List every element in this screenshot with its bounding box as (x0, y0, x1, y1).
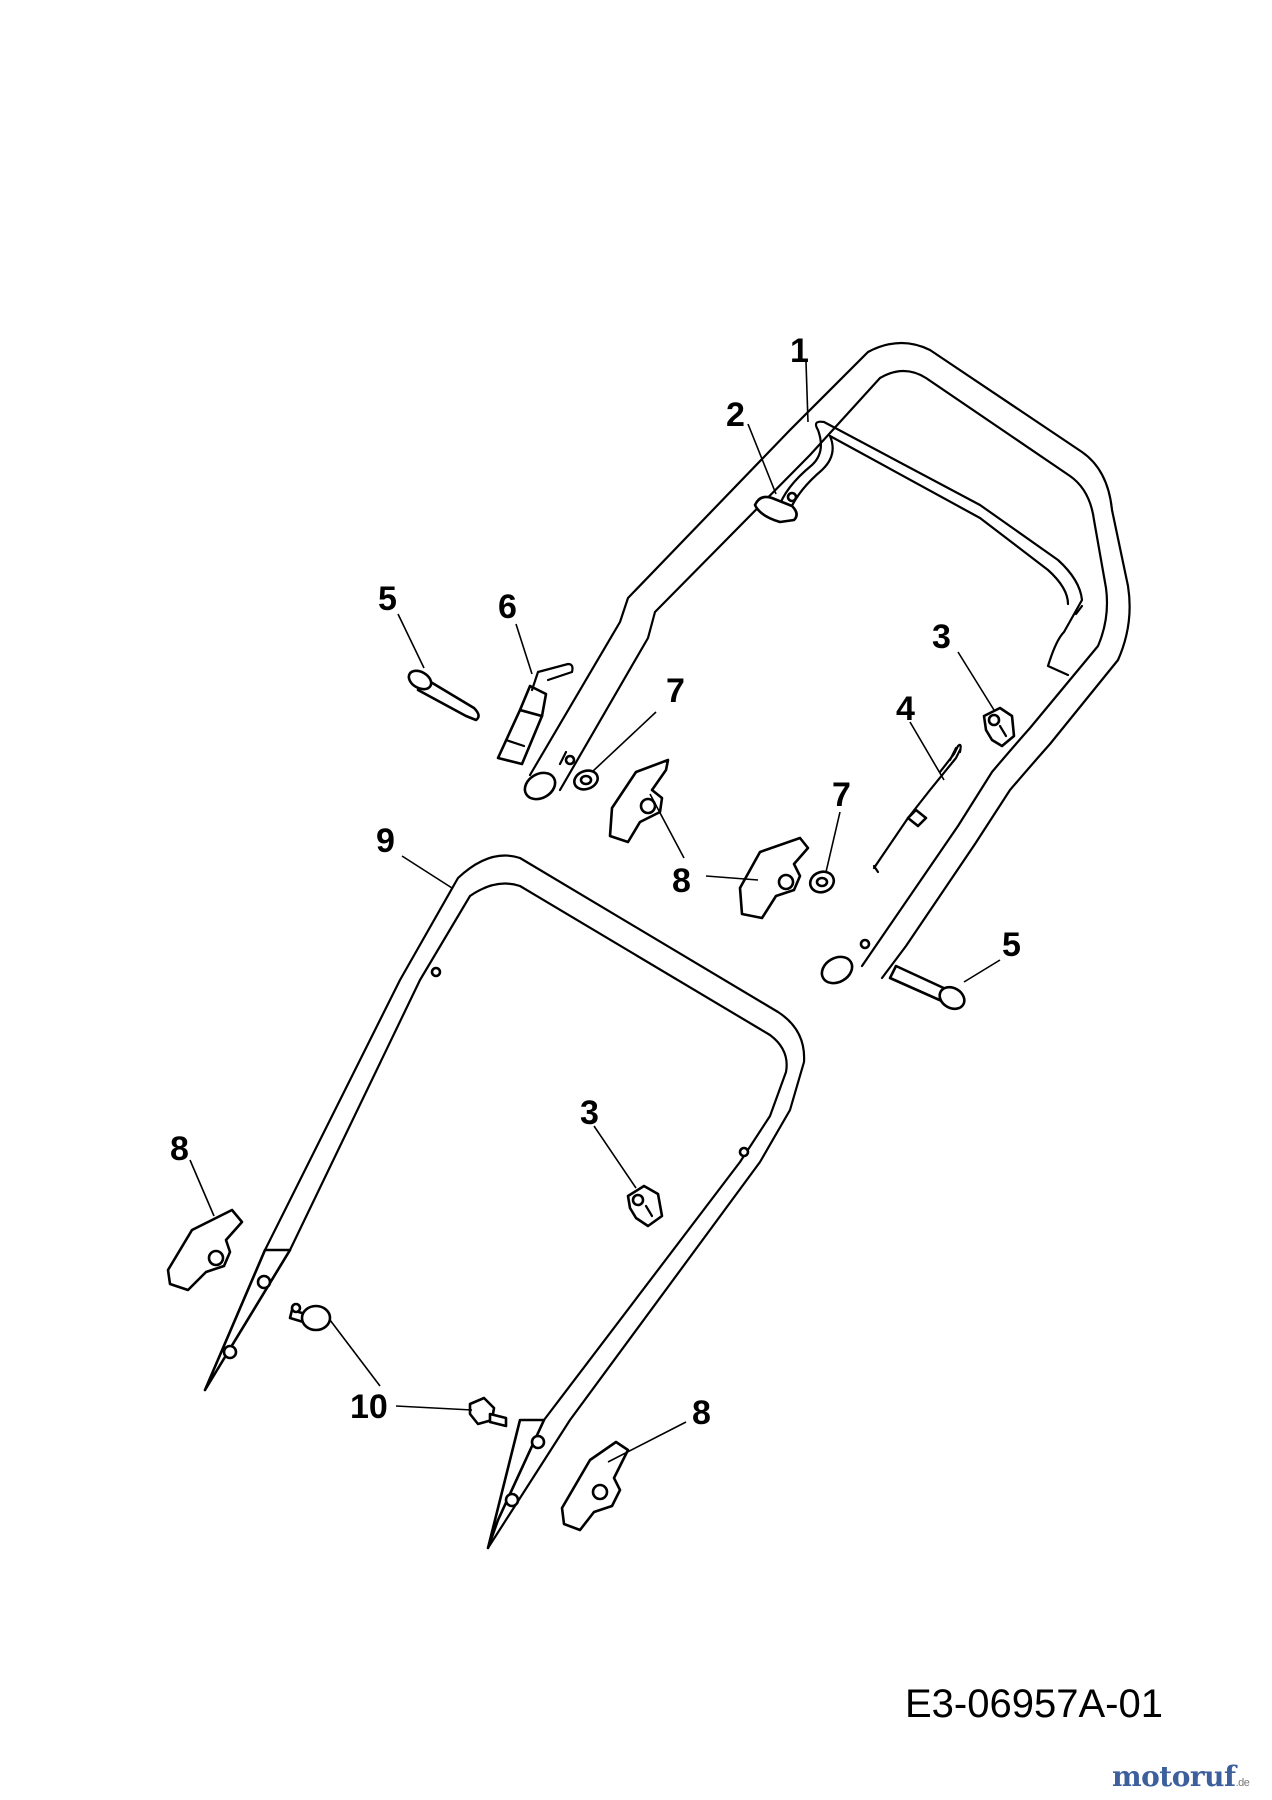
callout-8-left: 8 (170, 1130, 189, 1168)
callout-9: 9 (376, 822, 395, 860)
callout-3-lower: 3 (580, 1094, 599, 1132)
callout-5-left: 5 (378, 580, 397, 618)
callout-8-right: 8 (692, 1394, 711, 1432)
wing-knob-upper (608, 758, 670, 844)
watermark-tld: .de (1235, 1777, 1250, 1789)
callout-7-upper: 7 (666, 672, 685, 710)
drawing-code: E3-06957A-01 (905, 1682, 1163, 1726)
callout-1: 1 (790, 332, 809, 370)
callout-3-upper: 3 (932, 618, 951, 656)
pin-left (407, 669, 480, 722)
callout-6: 6 (498, 588, 517, 626)
callout-labels: 1 2 3 3 4 5 5 6 7 7 8 8 8 9 10 (170, 332, 1021, 1432)
hex-bolt (468, 1396, 508, 1428)
pin-right (888, 964, 966, 1011)
callout-10: 10 (350, 1388, 388, 1426)
washer-upper (573, 769, 599, 791)
callout-7-lower: 7 (832, 776, 851, 814)
callout-5-right: 5 (1002, 926, 1021, 964)
cable-clip-lower (626, 1184, 664, 1228)
lower-handle (203, 854, 806, 1550)
watermark-brand: motoruf (1112, 1760, 1236, 1793)
wing-knob-middle (738, 836, 810, 920)
control-cable (872, 743, 962, 874)
wing-knob-right (560, 1440, 630, 1532)
cable-clip-upper (982, 706, 1016, 748)
upper-handle (523, 341, 1131, 985)
watermark-logo[interactable]: motoruf.de (1112, 1760, 1250, 1793)
carriage-bolt (288, 1302, 332, 1332)
control-bail (753, 420, 1084, 677)
callout-2: 2 (726, 396, 745, 434)
cable-bracket (496, 662, 574, 766)
callout-8-upper: 8 (672, 862, 691, 900)
washer-lower (808, 870, 836, 894)
wing-knob-left (166, 1208, 244, 1292)
leader-lines (189, 361, 1001, 1463)
callout-4: 4 (896, 690, 915, 728)
